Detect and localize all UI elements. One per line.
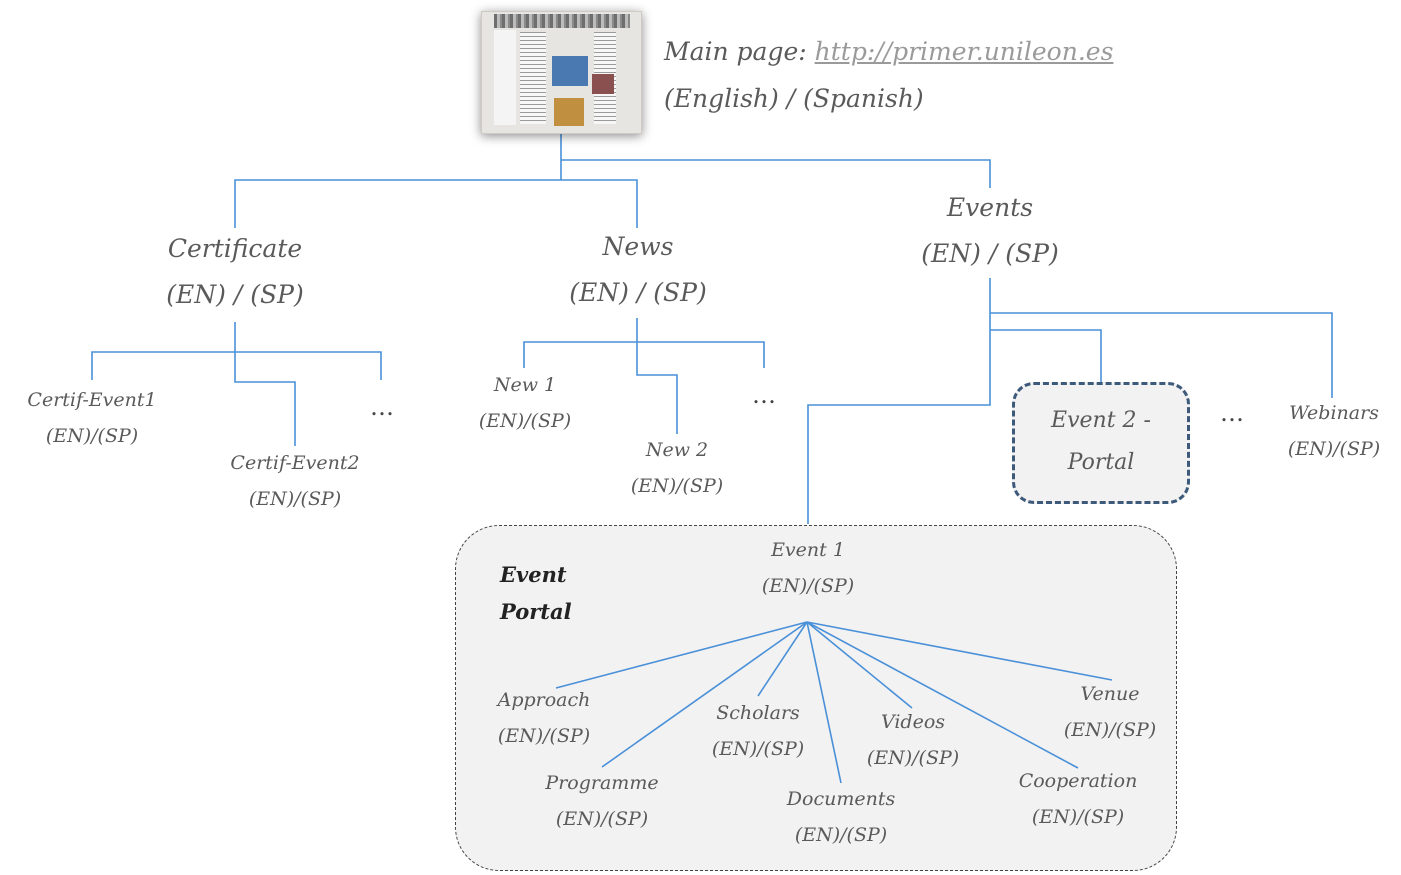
node-cooperation[interactable]: Cooperation (EN)/(SP) <box>998 763 1158 835</box>
connector-to-certificate <box>234 179 561 228</box>
node-documents-title: Documents <box>786 788 896 810</box>
connector-to-approach <box>555 621 808 689</box>
node-new2[interactable]: New 2 (EN)/(SP) <box>607 432 747 504</box>
connector-certificate-bar <box>91 351 382 380</box>
node-events[interactable]: Events (EN) / (SP) <box>890 185 1090 277</box>
certificate-more-ellipsis: … <box>370 393 394 421</box>
node-event1[interactable]: Event 1 (EN)/(SP) <box>738 532 878 604</box>
node-videos[interactable]: Videos (EN)/(SP) <box>843 704 983 776</box>
node-webinars-title: Webinars <box>1289 402 1379 424</box>
connector-to-new2 <box>636 342 678 434</box>
node-programme-langs: (EN)/(SP) <box>555 808 649 830</box>
node-events-langs: (EN) / (SP) <box>921 239 1059 268</box>
connector-news-bar <box>523 341 765 368</box>
portal-tag-line1: Event <box>500 562 567 587</box>
node-venue-title: Venue <box>1080 683 1140 705</box>
event-portal-region <box>455 525 1177 871</box>
news-more-ellipsis: … <box>752 381 776 409</box>
main-page-thumbnail[interactable] <box>481 11 642 134</box>
node-new1[interactable]: New 1 (EN)/(SP) <box>455 367 595 439</box>
node-certificate-langs: (EN) / (SP) <box>166 280 304 309</box>
connector-to-programme <box>601 621 808 768</box>
node-new2-langs: (EN)/(SP) <box>630 475 724 497</box>
node-approach-langs: (EN)/(SP) <box>497 725 591 747</box>
node-event2-line1: Event 2 - <box>1051 408 1151 433</box>
node-videos-langs: (EN)/(SP) <box>866 747 960 769</box>
node-scholars-title: Scholars <box>716 702 800 724</box>
events-more-ellipsis: … <box>1220 399 1244 427</box>
node-new1-langs: (EN)/(SP) <box>478 410 572 432</box>
node-news-langs: (EN) / (SP) <box>569 278 707 307</box>
node-event2-portal[interactable]: Event 2 - Portal <box>1012 400 1190 484</box>
main-languages: (English) / (Spanish) <box>664 84 924 113</box>
connector-to-cooperation <box>806 621 1079 769</box>
node-certif-event2-title: Certif-Event2 <box>230 452 360 474</box>
node-certif-event1-title: Certif-Event1 <box>27 389 157 411</box>
connector-to-venue <box>806 621 1113 681</box>
node-venue-langs: (EN)/(SP) <box>1063 719 1157 741</box>
node-approach-title: Approach <box>497 689 591 711</box>
node-documents-langs: (EN)/(SP) <box>794 824 888 846</box>
connector-to-event2 <box>990 329 1102 382</box>
connector-to-event1 <box>807 330 991 524</box>
node-news[interactable]: News (EN) / (SP) <box>538 224 738 316</box>
event-portal-tag: Event Portal <box>500 556 572 630</box>
node-certificate-title: Certificate <box>167 234 303 263</box>
node-scholars-langs: (EN)/(SP) <box>711 738 805 760</box>
connector-to-events <box>561 159 991 188</box>
connector-to-documents <box>806 621 842 784</box>
node-event2-line2: Portal <box>1067 450 1135 475</box>
node-certif-event1[interactable]: Certif-Event1 (EN)/(SP) <box>2 382 182 454</box>
main-caption-prefix: Main page: <box>664 37 815 66</box>
node-new1-title: New 1 <box>493 374 557 396</box>
connector-to-videos <box>806 621 913 709</box>
node-new2-title: New 2 <box>645 439 709 461</box>
connector-to-scholars <box>757 621 808 697</box>
node-news-title: News <box>602 232 674 261</box>
node-approach[interactable]: Approach (EN)/(SP) <box>474 682 614 754</box>
node-events-title: Events <box>946 193 1034 222</box>
node-certificate[interactable]: Certificate (EN) / (SP) <box>135 226 335 318</box>
connector-to-webinars <box>990 312 1333 398</box>
main-page-link[interactable]: http://primer.unileon.es <box>814 37 1114 66</box>
node-programme[interactable]: Programme (EN)/(SP) <box>517 765 687 837</box>
node-cooperation-title: Cooperation <box>1018 770 1138 792</box>
node-scholars[interactable]: Scholars (EN)/(SP) <box>688 695 828 767</box>
node-venue[interactable]: Venue (EN)/(SP) <box>1040 676 1180 748</box>
node-event1-title: Event 1 <box>771 539 845 561</box>
node-certif-event2[interactable]: Certif-Event2 (EN)/(SP) <box>205 445 385 517</box>
node-event1-langs: (EN)/(SP) <box>761 575 855 597</box>
connector-to-certif-event2 <box>234 352 296 446</box>
event2-portal-box <box>1012 382 1190 504</box>
node-certif-event2-langs: (EN)/(SP) <box>248 488 342 510</box>
node-cooperation-langs: (EN)/(SP) <box>1031 806 1125 828</box>
node-webinars[interactable]: Webinars (EN)/(SP) <box>1264 395 1401 467</box>
portal-tag-line2: Portal <box>500 599 572 624</box>
connector-to-news <box>561 179 638 228</box>
node-videos-title: Videos <box>880 711 946 733</box>
main-page-caption: Main page: http://primer.unileon.es (Eng… <box>664 28 1113 122</box>
node-webinars-langs: (EN)/(SP) <box>1287 438 1381 460</box>
node-programme-title: Programme <box>545 772 659 794</box>
node-certif-event1-langs: (EN)/(SP) <box>45 425 139 447</box>
node-documents[interactable]: Documents (EN)/(SP) <box>761 781 921 853</box>
